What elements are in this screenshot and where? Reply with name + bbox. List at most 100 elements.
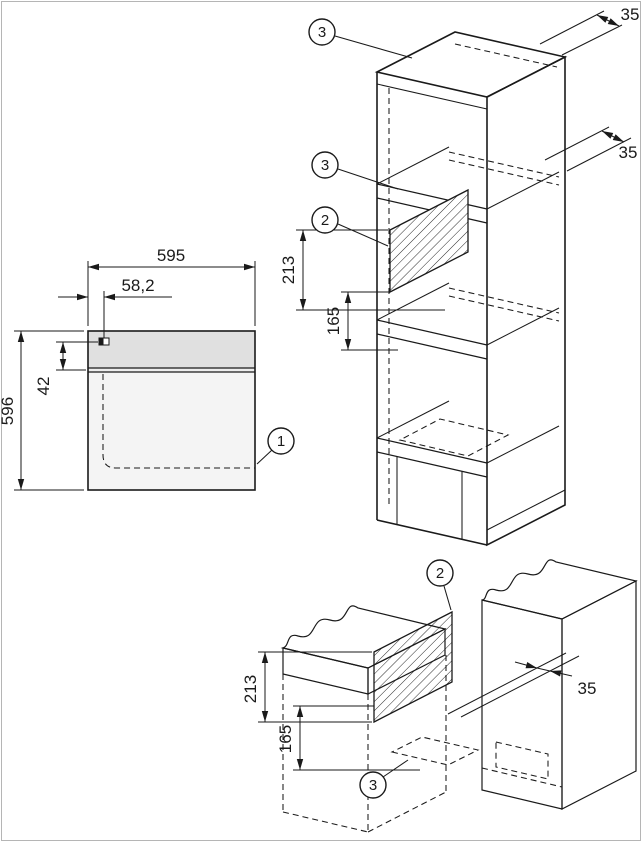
callout-rear-vent: 2 [311, 206, 389, 247]
callout-1-badge [267, 427, 295, 455]
callout-rear-vent: 2 [426, 559, 454, 611]
callout-2-badge [311, 206, 339, 234]
worktop-top-face-wavy-break [280, 605, 447, 669]
dimension-arrow [549, 670, 573, 677]
extension-line [539, 10, 605, 45]
dim-width-label: 595 [157, 246, 185, 265]
oven-door-area [88, 372, 255, 490]
cabinet-floor [376, 400, 560, 478]
cabinet-top-face [374, 31, 568, 98]
leader-line [382, 759, 409, 778]
dim-rear-gap-label: 35 [578, 679, 597, 698]
dim-height-596: 596 [0, 330, 84, 491]
leader-line [443, 585, 452, 611]
callout-3-label: 3 [318, 24, 326, 41]
front-view: 595 58,2 42 596 [0, 246, 295, 491]
extension-line [544, 126, 610, 161]
callout-1-label: 1 [277, 433, 285, 450]
extension-line [460, 655, 580, 718]
dim-vent-clearance-label: 165 [276, 725, 295, 753]
plinth-vent-cutout-hidden [495, 741, 549, 780]
dim-vent-height-label: 213 [279, 256, 298, 284]
tall-unit-view: 213 165 35 35 [279, 5, 639, 547]
extension-line [447, 652, 567, 715]
vent-cross-section-hatch [373, 610, 453, 724]
dim-vent-height-label: 213 [241, 675, 260, 703]
worktop-front-band [282, 647, 369, 695]
dim-vent-height-213: 213 [241, 651, 372, 723]
hidden-vent-gap-edge [448, 287, 560, 314]
callout-2-label: 2 [436, 565, 444, 582]
dimension-line [596, 14, 620, 27]
hidden-vent-gap-edge [448, 159, 560, 186]
callout-2-label: 2 [321, 212, 329, 229]
shelf-front-top-edge [376, 319, 488, 346]
oven-front-outline [87, 330, 256, 491]
callout-shelf-vent: 3 [311, 151, 399, 190]
dim-height-label: 596 [0, 397, 17, 425]
callout-3-badge [359, 771, 387, 799]
callout-3-badge [311, 151, 339, 179]
callout-plinth-vent: 3 [359, 759, 409, 799]
cabinet-front-bottom-edge [376, 519, 488, 546]
leader-line [256, 449, 273, 465]
floor-side-edge [376, 400, 450, 439]
hidden-vent-gap-edge [448, 295, 560, 322]
worktop-side-band [367, 628, 446, 695]
floor-side-edge [486, 425, 560, 464]
hidden-plinth-edge [481, 767, 563, 788]
dim-rear-gap-35: 35 [447, 652, 597, 718]
base-cabinet-hidden-outline [282, 655, 480, 833]
plinth-edge-right-face [486, 489, 566, 531]
shelf-side-edge [376, 282, 450, 321]
vent-cross-section-hatch [389, 188, 469, 294]
dimension-line [536, 667, 551, 672]
shelf-front-bottom-edge [376, 333, 488, 360]
callout-3-badge [308, 18, 336, 46]
hidden-top-vent-edge [454, 43, 558, 68]
top-panel-underside-edge [376, 83, 488, 110]
dim-rear-gap-shelf-35: 35 [544, 126, 638, 172]
hidden-edge [282, 811, 369, 833]
dimension-arrow [514, 661, 538, 669]
leader-line [337, 223, 389, 247]
unit-top-face-wavy-break [481, 559, 638, 620]
floor-front-top-edge [376, 437, 488, 464]
dim-offset-58-2: 58,2 [58, 276, 172, 338]
base-unit-view: 213 165 35 2 [241, 559, 638, 833]
extension-line [561, 24, 623, 56]
leader-line [334, 35, 413, 59]
door-hidden-contour [102, 374, 255, 469]
dim-vent-height-213: 213 [279, 229, 445, 311]
dimension-line [601, 130, 625, 143]
dim-top-gap-label: 42 [34, 377, 53, 396]
adjacent-unit-right [481, 559, 638, 810]
dim-rear-gap-shelf-label: 35 [619, 143, 638, 162]
hidden-vent-gap-edge [448, 151, 560, 178]
hidden-edge [367, 791, 447, 833]
unit-right-face [561, 580, 637, 810]
floor-vent-cutout-hidden [398, 418, 510, 457]
dim-vent-clearance-165: 165 [276, 705, 420, 771]
callout-2-badge [426, 559, 454, 587]
shelf-lower [376, 282, 560, 360]
cabinet-right-face [486, 55, 566, 547]
dim-vent-clearance-label: 165 [324, 307, 343, 335]
dim-top-gap-42: 42 [34, 341, 98, 396]
control-reference-marker-fill [99, 338, 104, 345]
extension-line [566, 137, 632, 172]
leader-line [337, 168, 399, 190]
callout-top-panel: 3 [308, 18, 413, 59]
callout-3-label: 3 [321, 157, 329, 174]
callout-appliance: 1 [256, 427, 295, 465]
shelf-side-edge [486, 307, 560, 346]
oven-control-panel-strip [88, 331, 255, 368]
dim-width-595: 595 [87, 246, 256, 326]
dim-rear-gap-top-35: 35 [539, 5, 639, 56]
dim-vent-clearance-165: 165 [324, 291, 398, 351]
floor-front-bottom-edge [376, 451, 488, 478]
dim-offset-label: 58,2 [121, 276, 154, 295]
plinth-vent-cutout-hidden [390, 736, 480, 766]
